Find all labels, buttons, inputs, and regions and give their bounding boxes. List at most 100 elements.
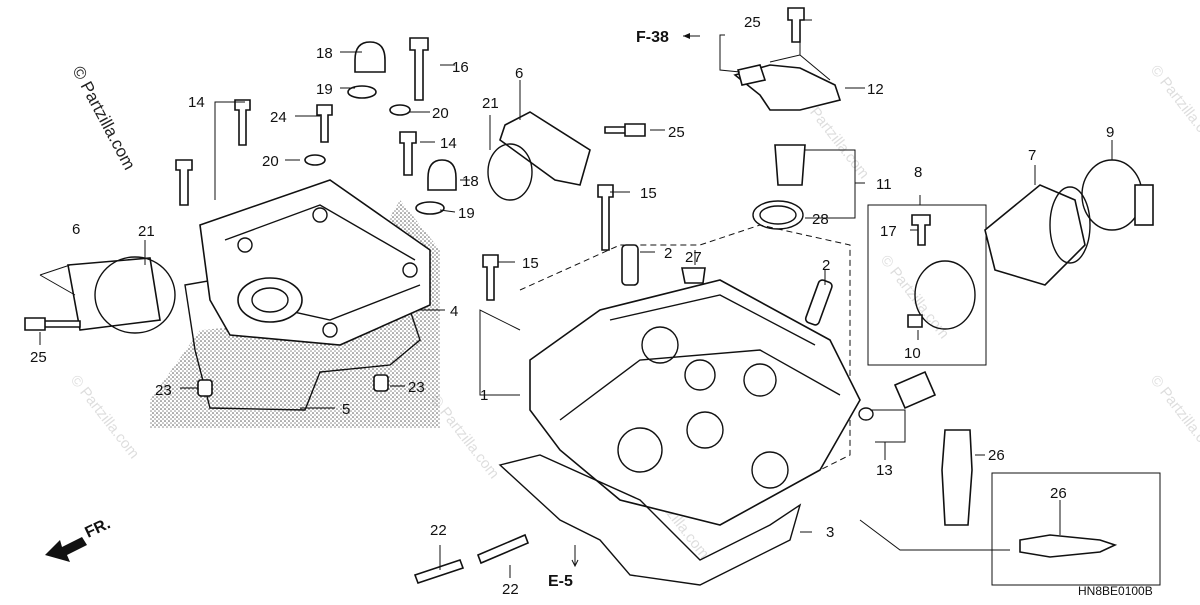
nut-part — [907, 314, 923, 328]
o-ring-part — [487, 143, 533, 201]
callout-number: 21 — [482, 95, 499, 112]
callout-number: 10 — [904, 345, 921, 362]
callout-number: 18 — [462, 173, 479, 190]
bolt-part — [399, 131, 417, 176]
sensor-washer-part — [858, 407, 874, 421]
callout-number: 18 — [316, 45, 333, 62]
leader-lines — [39, 19, 1113, 578]
callout-number: 24 — [270, 109, 287, 126]
callout-number: 4 — [450, 303, 458, 320]
callout-number: 3 — [826, 524, 834, 541]
watermark-text: © Partzilla.com — [1147, 62, 1200, 152]
callout-number: 26 — [988, 447, 1005, 464]
dowel-pin-part — [804, 279, 833, 326]
spark-plug-part — [1019, 534, 1118, 558]
temp-sensor-part — [893, 370, 937, 410]
front-arrow-icon — [45, 537, 87, 562]
front-direction-indicator: FR. — [45, 515, 113, 562]
head-cover-part — [199, 179, 431, 346]
dowel-pin-part — [197, 379, 213, 397]
bolt-part — [482, 254, 499, 301]
callout-number: 22 — [502, 581, 519, 598]
callout-number: 25 — [30, 349, 47, 366]
callout-number: 15 — [640, 185, 657, 202]
callout-number: 6 — [72, 221, 80, 238]
callout-number: 2 — [664, 245, 672, 262]
callout-number: 9 — [1106, 124, 1114, 141]
copyright-text: © Partzilla.com — [68, 63, 139, 173]
callout-number: 6 — [515, 65, 523, 82]
washer-part — [304, 154, 326, 166]
callout-number: 28 — [812, 211, 829, 228]
callout-number: 19 — [316, 81, 333, 98]
callout-number: 27 — [685, 249, 702, 266]
callout-number: 23 — [155, 382, 172, 399]
o-ring-part — [94, 256, 176, 334]
side-cover-part — [67, 257, 161, 331]
thermostat-part — [774, 144, 806, 186]
cylinder-head-part — [529, 279, 861, 526]
intake-assembly — [858, 159, 1161, 586]
dowel-pin-part — [373, 374, 389, 392]
cylinder-head-detail — [559, 294, 841, 421]
bolt-part — [234, 99, 251, 146]
water-outlet-part — [737, 64, 767, 86]
callout-number: 25 — [744, 14, 761, 31]
callout-number: 12 — [867, 81, 884, 98]
callout-number: 1 — [480, 387, 488, 404]
insulator-port — [1049, 186, 1091, 264]
head-gasket-part — [498, 454, 802, 586]
callout-number: 23 — [408, 379, 425, 396]
callout-number: 13 — [876, 462, 893, 479]
callout-number: 20 — [432, 105, 449, 122]
bolt-part — [24, 317, 81, 331]
callout-number: 19 — [458, 205, 475, 222]
stud-bolt-part — [413, 558, 465, 585]
head-cover-assembly — [24, 37, 646, 428]
section-ref-f38: F-38 — [636, 29, 669, 46]
dowel-pin-part — [621, 244, 639, 286]
side-cover-part — [499, 111, 591, 186]
watermark-text: © Partzilla.com — [1147, 372, 1200, 462]
diagram-code: HN8BE0100B — [1078, 584, 1153, 598]
direction-label: FR. — [83, 515, 114, 541]
callout-number: 11 — [876, 176, 892, 193]
callout-number: 5 — [342, 401, 350, 418]
cover-port-inner — [251, 287, 289, 313]
callout-number: 15 — [522, 255, 539, 272]
cap-nut-part — [354, 41, 386, 73]
callout-number: 7 — [1028, 147, 1036, 164]
bolt-part — [316, 104, 333, 143]
bolt-part — [175, 159, 193, 206]
spark-plug-box — [991, 472, 1161, 586]
insulator-part — [984, 184, 1086, 286]
clamp-screw-part — [1134, 184, 1154, 226]
section-ref-e5: E-5 — [548, 573, 573, 590]
washer-part — [415, 201, 445, 215]
callout-number: 17 — [880, 223, 897, 240]
callout-number: 16 — [452, 59, 469, 76]
callout-number: 22 — [430, 522, 447, 539]
bolt-part — [409, 37, 429, 101]
callout-number: 20 — [262, 153, 279, 170]
callout-labels: 1 2 2 3 4 5 6 6 7 8 9 10 11 12 13 14 14 … — [30, 14, 1114, 598]
bolt-part — [787, 7, 805, 43]
clamp-band-part — [1081, 159, 1143, 231]
callout-number: 2 — [822, 257, 830, 274]
plug-part — [681, 267, 706, 284]
washer-part — [389, 104, 411, 116]
o-ring-part — [752, 200, 804, 230]
callout-number: 8 — [914, 164, 922, 181]
callout-number: 26 — [1050, 485, 1067, 502]
spark-plug-part — [941, 429, 973, 526]
clamp-group-box — [867, 204, 987, 366]
cover-port-part — [237, 277, 303, 323]
callout-number: 25 — [668, 124, 685, 141]
cylinder-head-assembly — [413, 7, 861, 586]
bolt-part — [597, 184, 614, 251]
watermark-text: © Partzilla.com — [67, 372, 143, 462]
washer-part — [347, 85, 377, 99]
cap-nut-part — [427, 159, 457, 191]
